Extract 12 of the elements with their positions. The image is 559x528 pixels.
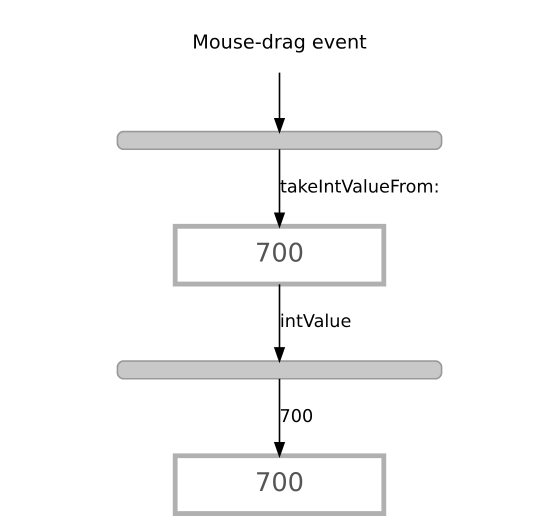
- node-bar: [116, 360, 442, 380]
- edge-label: 700: [280, 406, 314, 427]
- node-bar: [116, 130, 442, 150]
- node-box: 700: [172, 224, 386, 286]
- arrow: [274, 72, 286, 134]
- arrow: [274, 378, 286, 458]
- edge-label: intValue: [280, 312, 352, 332]
- arrow: [274, 284, 286, 364]
- node-text: Mouse-drag event: [192, 30, 367, 54]
- arrow: [274, 149, 286, 229]
- node-box: 700: [172, 453, 386, 516]
- edge-label: takeIntValueFrom:: [280, 177, 440, 198]
